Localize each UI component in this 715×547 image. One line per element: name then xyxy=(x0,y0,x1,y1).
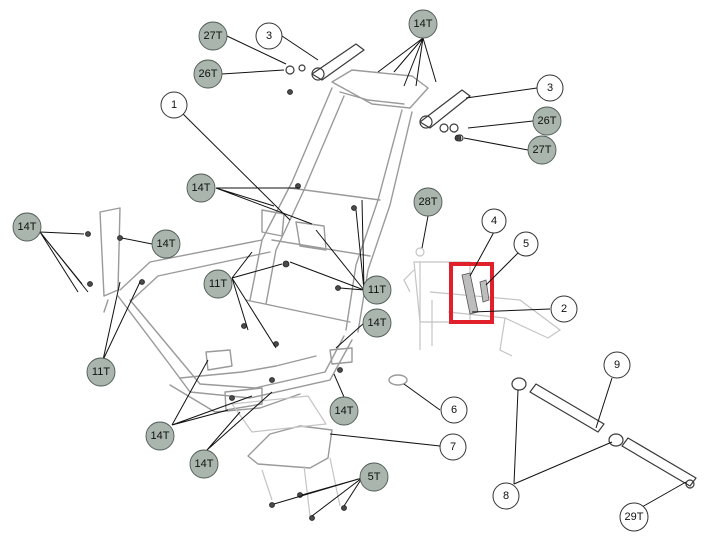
svg-text:6: 6 xyxy=(451,404,457,416)
svg-text:7: 7 xyxy=(450,441,456,453)
svg-text:9: 9 xyxy=(614,359,620,371)
callout-7: 7 xyxy=(439,433,467,461)
svg-text:14T: 14T xyxy=(157,238,176,250)
callout-14t-right2: 14T xyxy=(362,308,392,338)
svg-text:28T: 28T xyxy=(419,196,438,208)
center-stand-assembly xyxy=(403,247,562,357)
callout-1: 1 xyxy=(160,91,188,119)
svg-text:14T: 14T xyxy=(18,221,37,233)
callout-26t-top: 26T xyxy=(193,59,223,89)
svg-text:3: 3 xyxy=(547,82,553,94)
callout-14t-bottom-left: 14T xyxy=(145,421,175,451)
callout-11t-right: 11T xyxy=(362,275,392,305)
svg-text:26T: 26T xyxy=(199,68,218,80)
callout-8: 8 xyxy=(492,482,520,510)
callout-6: 6 xyxy=(440,396,468,424)
svg-text:5T: 5T xyxy=(368,471,381,483)
svg-text:14T: 14T xyxy=(192,182,211,194)
svg-text:14T: 14T xyxy=(368,317,387,329)
svg-text:1: 1 xyxy=(171,99,177,111)
svg-text:27T: 27T xyxy=(204,30,223,42)
cap-part-6 xyxy=(388,374,408,386)
callout-11t-left: 11T xyxy=(86,357,116,387)
svg-text:11T: 11T xyxy=(368,284,386,296)
callout-3-top: 3 xyxy=(255,22,283,50)
axle-pins xyxy=(511,377,697,489)
svg-text:8: 8 xyxy=(503,490,509,502)
callout-3-right: 3 xyxy=(536,74,564,102)
callout-14t-left: 14T xyxy=(12,212,42,242)
callout-14t-top: 14T xyxy=(408,9,438,39)
callout-14t-bottom-mid: 14T xyxy=(329,396,359,426)
svg-text:11T: 11T xyxy=(209,278,227,290)
svg-text:26T: 26T xyxy=(538,115,557,127)
upper-bracket-left xyxy=(311,43,365,81)
callout-27t-top: 27T xyxy=(198,21,228,51)
svg-text:14T: 14T xyxy=(151,430,170,442)
callouts: 27T 3 26T 14T 3 26T 27T 1 xyxy=(12,9,649,532)
callout-14t-left2: 14T xyxy=(151,229,181,259)
callout-9: 9 xyxy=(603,351,631,379)
callout-11t-mid: 11T xyxy=(203,269,233,299)
svg-text:27T: 27T xyxy=(533,144,552,156)
leader-lines xyxy=(39,35,687,517)
svg-text:3: 3 xyxy=(266,30,272,42)
callout-27t-right: 27T xyxy=(527,135,557,165)
svg-text:11T: 11T xyxy=(92,366,110,378)
svg-text:5: 5 xyxy=(523,238,529,250)
svg-text:4: 4 xyxy=(491,215,497,227)
callout-5: 5 xyxy=(513,231,539,257)
callout-14t-bottom: 14T xyxy=(189,449,219,479)
callout-28t: 28T xyxy=(413,187,443,217)
skid-plate xyxy=(230,395,347,521)
callout-26t-right: 26T xyxy=(532,106,562,136)
main-frame xyxy=(85,69,462,413)
callout-4: 4 xyxy=(481,208,507,234)
highlight-box xyxy=(449,262,494,324)
svg-text:14T: 14T xyxy=(195,458,214,470)
callout-29t: 29T xyxy=(619,502,649,532)
small-fasteners xyxy=(285,64,464,142)
upper-bracket-right xyxy=(419,89,471,133)
svg-text:29T: 29T xyxy=(625,511,644,523)
callout-5t: 5T xyxy=(359,462,389,492)
svg-text:14T: 14T xyxy=(414,18,433,30)
svg-text:2: 2 xyxy=(561,303,567,315)
callout-14t-mid: 14T xyxy=(186,173,216,203)
callout-2: 2 xyxy=(550,295,578,323)
svg-text:14T: 14T xyxy=(335,405,354,417)
